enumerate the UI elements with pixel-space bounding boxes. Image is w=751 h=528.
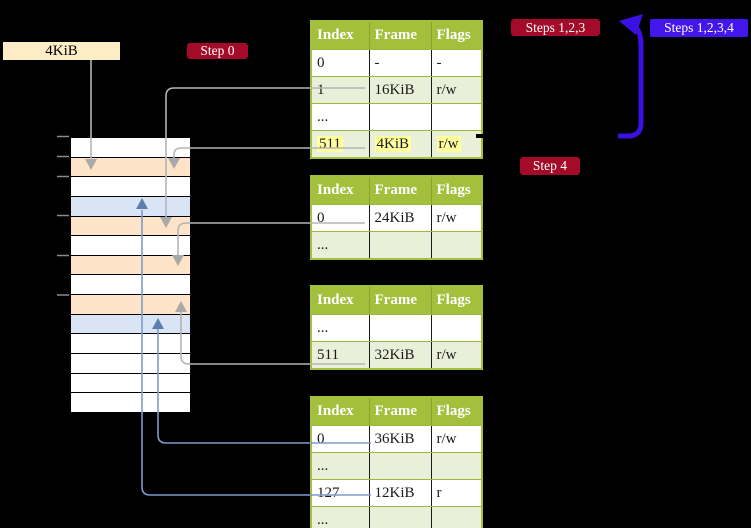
table-cell: 1 <box>311 76 370 104</box>
table-cell: 4KiB <box>368 130 432 159</box>
table-cell: 0 <box>311 49 370 77</box>
memory-frame-row-blue <box>71 196 190 217</box>
column-header: Index <box>311 397 370 426</box>
table-cell: 511 <box>311 130 370 159</box>
page-size-label: 4KiB <box>3 42 120 60</box>
memory-frame-row-white <box>71 236 190 256</box>
column-header: Frame <box>369 176 432 205</box>
memory-frame-row-white <box>71 393 190 412</box>
memory-frame-row-orange <box>71 295 190 315</box>
table-cell <box>430 103 482 131</box>
steps-1234-badge: Steps 1,2,3,4 <box>650 19 748 37</box>
table-cell: 127 <box>311 479 370 507</box>
table-cell: ... <box>311 314 370 342</box>
memory-stack <box>70 137 191 413</box>
table-cell: r/w <box>430 425 482 453</box>
table-cell: r/w <box>430 341 482 370</box>
table-cell: - <box>368 49 432 77</box>
table-cell: 12KiB <box>368 479 432 507</box>
table-row: 0-- <box>311 49 482 77</box>
table-cell: 0 <box>311 204 370 232</box>
table-cell: ... <box>311 103 370 131</box>
column-header: Flags <box>431 286 482 315</box>
table-row: ... <box>311 506 482 528</box>
table-row: ... <box>311 452 482 480</box>
steps-loop-arrow <box>618 14 644 139</box>
table-row: ... <box>311 103 482 131</box>
table-cell <box>368 314 432 342</box>
table-row: 511 4KiB r/w <box>311 130 482 159</box>
highlighted-value: 511 <box>317 135 343 152</box>
table-cell <box>430 506 482 528</box>
table-cell: ... <box>311 506 370 528</box>
memory-frame-row-orange <box>71 255 190 276</box>
table-cell: 16KiB <box>368 76 432 104</box>
table-cell: 32KiB <box>368 341 432 370</box>
memory-frame-row-orange <box>71 157 190 178</box>
steps-123-badge: Steps 1,2,3 <box>511 19 600 36</box>
table-cell: ... <box>311 231 370 260</box>
highlighted-value: 4KiB <box>374 135 412 152</box>
memory-frame-row-white <box>71 373 190 394</box>
step4-badge: Step 4 <box>520 157 580 175</box>
step0-badge: Step 0 <box>187 43 248 59</box>
column-header: Flags <box>431 21 482 50</box>
table-cell <box>368 231 432 260</box>
table-cell: - <box>430 49 482 77</box>
column-header: Frame <box>369 21 432 50</box>
column-header: Frame <box>369 397 432 426</box>
table-cell <box>430 231 482 260</box>
table-cell: r/w <box>430 204 482 232</box>
table-cell <box>368 506 432 528</box>
table-cell: 511 <box>311 341 370 370</box>
memory-frame-row-blue <box>71 314 190 335</box>
table-cell <box>368 452 432 480</box>
memory-frame-row-white <box>71 354 190 374</box>
memory-frame-row-orange <box>71 216 190 237</box>
table-cell: ... <box>311 452 370 480</box>
table-cell: 24KiB <box>368 204 432 232</box>
table-cell: 36KiB <box>368 425 432 453</box>
memory-frame-row-white <box>71 275 190 296</box>
table-cell: r/w <box>430 130 482 159</box>
stack-ticks <box>57 135 69 296</box>
table-cell <box>430 314 482 342</box>
table-cell <box>430 452 482 480</box>
table-row: ... <box>311 231 482 260</box>
memory-frame-row-white <box>71 177 190 197</box>
highlighted-value: r/w <box>436 135 461 152</box>
memory-frame-row-white <box>71 138 190 158</box>
table-cell <box>368 103 432 131</box>
table-cell: 0 <box>311 425 370 453</box>
table-cell: r/w <box>430 76 482 104</box>
column-header: Flags <box>431 397 482 426</box>
table-cell: r <box>430 479 482 507</box>
memory-frame-row-white <box>71 334 190 355</box>
column-header: Index <box>311 286 370 315</box>
column-header: Index <box>311 176 370 205</box>
column-header: Frame <box>369 286 432 315</box>
column-header: Flags <box>431 176 482 205</box>
column-header: Index <box>311 21 370 50</box>
table-row: ... <box>311 314 482 342</box>
